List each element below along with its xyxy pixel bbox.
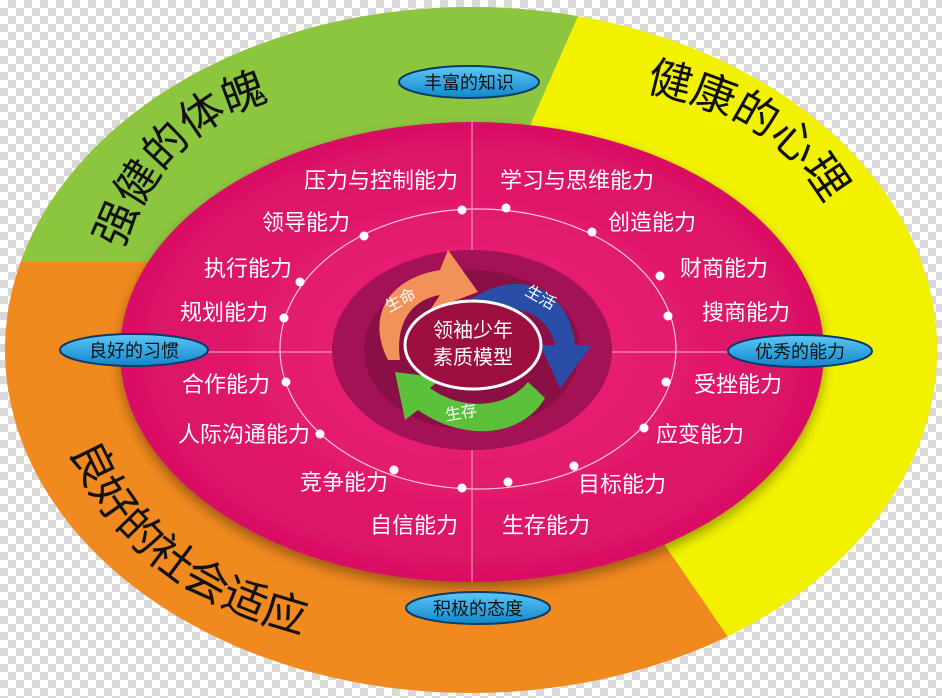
ability-label-left-5: 人际沟通能力: [178, 423, 310, 448]
ability-label-right-4: 受挫能力: [694, 373, 782, 398]
pill-top-label: 丰富的知识: [424, 73, 514, 94]
ability-label-left-1: 领导能力: [262, 211, 350, 236]
ability-dot-left-1: [359, 231, 369, 241]
ability-dot-left-2: [295, 277, 305, 287]
ability-label-right-2: 财商能力: [680, 257, 768, 282]
ability-label-left-7: 自信能力: [370, 514, 458, 539]
ability-ring: [279, 208, 677, 490]
center-core: [403, 299, 543, 391]
petal-life: [379, 250, 478, 360]
ability-dot-left-6: [389, 465, 399, 475]
petal-survival: [395, 372, 545, 432]
ability-dot-left-5: [315, 429, 325, 439]
ability-label-right-3: 搜商能力: [702, 301, 790, 326]
ability-dot-right-0: [501, 203, 511, 213]
pill-left: 良好的习惯: [59, 333, 209, 367]
pill-bottom: 积极的态度: [405, 591, 551, 625]
pill-right-label: 优秀的能力: [755, 342, 845, 363]
ability-dot-right-5: [639, 423, 649, 433]
ability-label-right-5: 应变能力: [656, 423, 744, 448]
center-title-line1: 领袖少年: [433, 318, 513, 342]
ability-dot-right-4: [661, 377, 671, 387]
ability-dot-right-1: [587, 227, 597, 237]
ability-dot-left-3: [279, 313, 289, 323]
ability-label-left-6: 竞争能力: [300, 471, 388, 496]
pill-right: 优秀的能力: [727, 334, 873, 368]
ability-dot-right-6: [569, 461, 579, 471]
ability-dot-left-4: [281, 377, 291, 387]
center-title-line2: 素质模型: [433, 345, 513, 369]
petal-living: [470, 283, 592, 388]
pill-left-label: 良好的习惯: [89, 341, 179, 362]
pill-bottom-label: 积极的态度: [433, 599, 523, 620]
ability-label-right-0: 学习与思维能力: [500, 169, 654, 194]
ability-dot-left-0: [457, 205, 467, 215]
ability-label-left-2: 执行能力: [204, 257, 292, 282]
ability-dot-left-7: [457, 483, 467, 493]
ability-label-right-7: 生存能力: [502, 514, 590, 539]
ability-label-right-6: 目标能力: [578, 473, 666, 498]
ability-label-left-4: 合作能力: [182, 373, 270, 398]
ability-label-right-1: 创造能力: [608, 211, 696, 236]
ability-dot-right-7: [503, 477, 513, 487]
pill-top: 丰富的知识: [398, 65, 540, 99]
ability-dot-right-2: [655, 271, 665, 281]
ability-label-left-3: 规划能力: [180, 301, 268, 326]
ability-dot-right-3: [663, 311, 673, 321]
ability-label-left-0: 压力与控制能力: [304, 169, 458, 194]
